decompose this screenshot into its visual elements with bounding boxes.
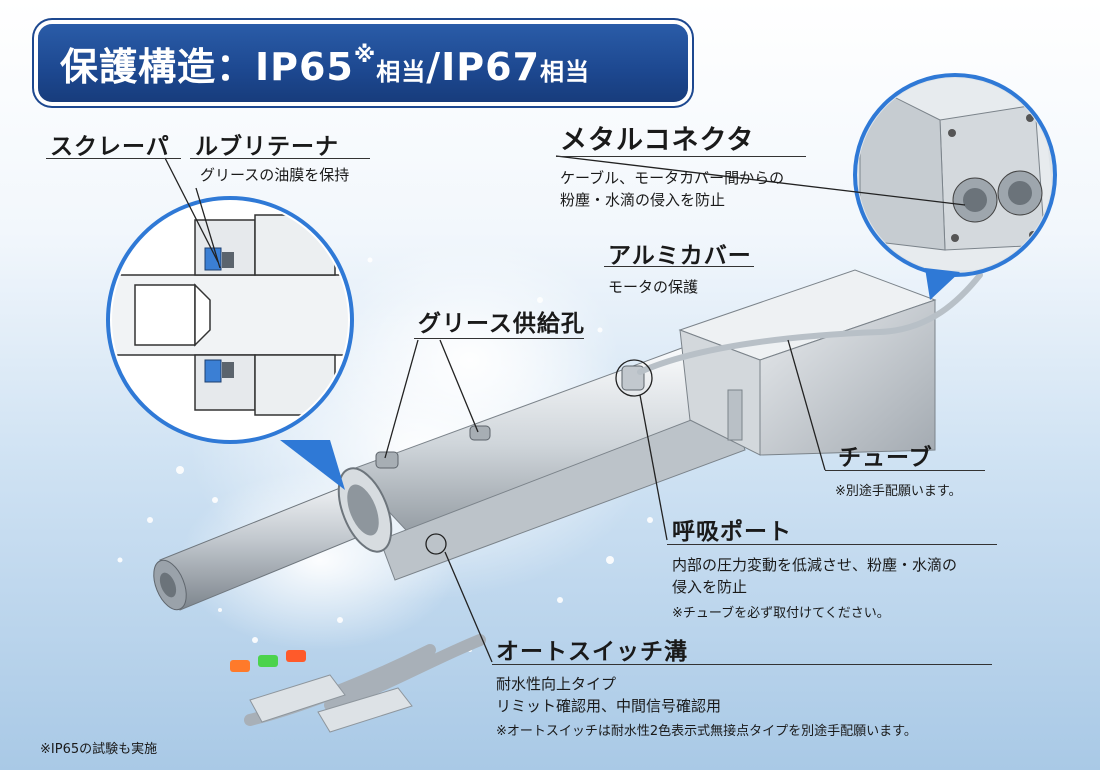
auto-switch-note: ※オートスイッチは耐水性2色表示式無接点タイプを別途手配願います。	[496, 724, 917, 739]
metal-connector-desc-2: 粉塵・水滴の侵入を防止	[560, 191, 726, 209]
scraper-heading: スクレーパ	[50, 134, 170, 160]
auto-switches	[230, 634, 486, 733]
title-main: 保護構造：IP65	[60, 44, 354, 89]
led-red-icon	[286, 650, 306, 662]
aluminum-cover-desc: モータの保護	[608, 278, 699, 296]
grease-hole-heading: グリース供給孔	[418, 311, 585, 337]
lubricator-heading: ルブリテーナ	[195, 134, 339, 160]
led-orange-icon	[230, 660, 250, 672]
aluminum-cover-heading: アルミカバー	[608, 243, 752, 269]
auto-switch-rule	[492, 664, 992, 665]
lubricator-desc: グリースの油膜を保持	[200, 166, 350, 184]
title-suffix-1: 相当	[376, 57, 427, 86]
scraper-rule	[46, 158, 181, 159]
tube-heading: チューブ	[838, 445, 933, 471]
seal-section-magnifier	[106, 196, 354, 490]
metal-connector-heading: メタルコネクタ	[560, 125, 755, 156]
actuator-body	[337, 344, 761, 581]
title-mid: /IP67	[426, 44, 541, 89]
breathing-port-desc-1: 内部の圧力変動を低減させ、粉塵・水滴の	[672, 556, 958, 574]
auto-switch-desc-2: リミット確認用、中間信号確認用	[496, 697, 722, 715]
aluminum-cover-rule	[604, 266, 754, 267]
lubricator-rule	[190, 158, 370, 159]
tube-note: ※別途手配願います。	[835, 484, 962, 499]
grease-hole-rule	[414, 338, 584, 339]
page-title: 保護構造：IP65※相当/IP67相当	[38, 36, 590, 91]
footnote: ※IP65の試験も実施	[40, 742, 158, 757]
leader-lines	[164, 155, 966, 663]
auto-switch-heading: オートスイッチ溝	[496, 639, 688, 665]
breathing-port-rule	[667, 544, 997, 545]
motor-cover	[678, 269, 937, 456]
metal-connector-desc-1: ケーブル、モータカバー間からの	[560, 169, 785, 187]
actuator-rod	[153, 479, 381, 611]
breathing-tube	[637, 272, 983, 375]
auto-switch-desc-1: 耐水性向上タイプ	[496, 675, 617, 693]
tube-rule	[825, 470, 985, 471]
title-banner: 保護構造：IP65※相当/IP67相当	[38, 24, 688, 102]
title-mark: ※	[353, 42, 377, 68]
title-suffix-2: 相当	[540, 57, 591, 86]
connector-magnifier	[853, 73, 1057, 300]
metal-connector-rule	[556, 156, 806, 157]
breathing-port-note: ※チューブを必ず取付けてください。	[672, 606, 890, 621]
led-green-icon	[258, 655, 278, 667]
breathing-port-desc-2: 侵入を防止	[672, 578, 748, 596]
breathing-port-heading: 呼吸ポート	[672, 519, 792, 545]
